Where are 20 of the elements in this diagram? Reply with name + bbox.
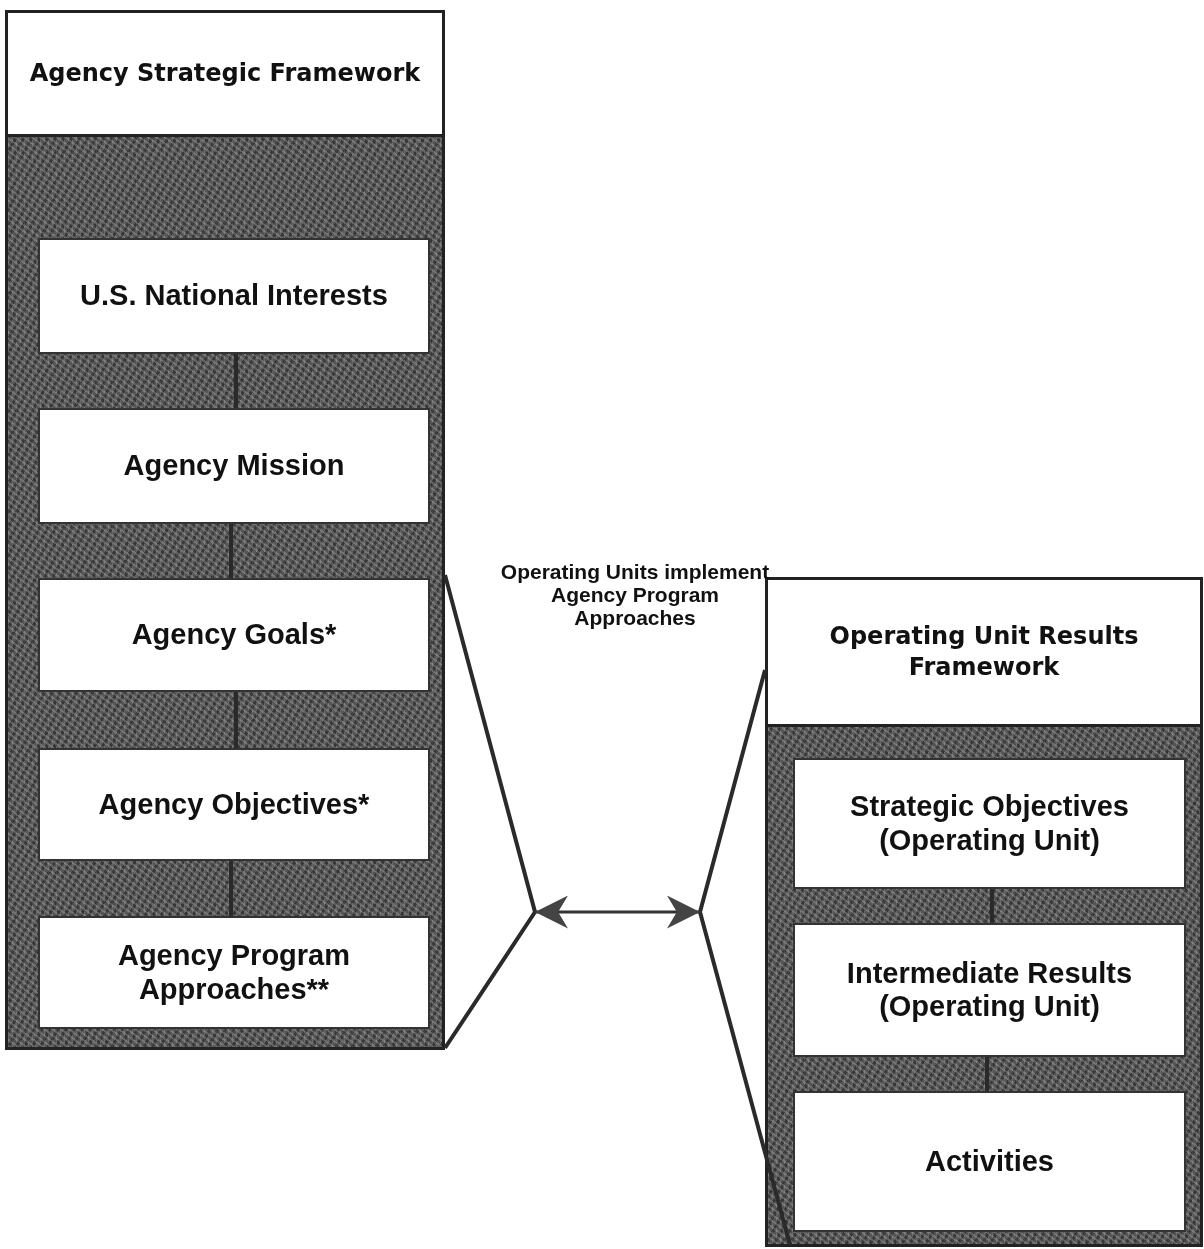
level-box (38, 408, 430, 524)
level-box (793, 923, 1186, 1057)
level-box (793, 1091, 1186, 1232)
level-label: Agency Objectives* (98, 787, 370, 822)
level-box (38, 748, 430, 861)
level-box (38, 578, 430, 692)
level-label: Strategic Objectives (Operating Unit) (849, 790, 1130, 857)
level-label: Agency Mission (123, 449, 345, 483)
framework-panel (5, 10, 445, 1050)
framework-heading: Agency Strategic Framework (5, 10, 445, 137)
double-arrow (535, 895, 700, 929)
level-label: U.S. National Interests (80, 279, 388, 313)
level-box (38, 916, 430, 1029)
framework-heading: Operating Unit Results Framework (765, 577, 1203, 727)
level-label: Intermediate Results (Operating Unit) (845, 956, 1134, 1024)
level-box (38, 238, 430, 354)
level-label: Activities (925, 1144, 1054, 1179)
level-box (793, 758, 1186, 889)
level-label: Agency Program Approaches** (116, 939, 352, 1006)
level-label: Agency Goals* (131, 618, 337, 652)
